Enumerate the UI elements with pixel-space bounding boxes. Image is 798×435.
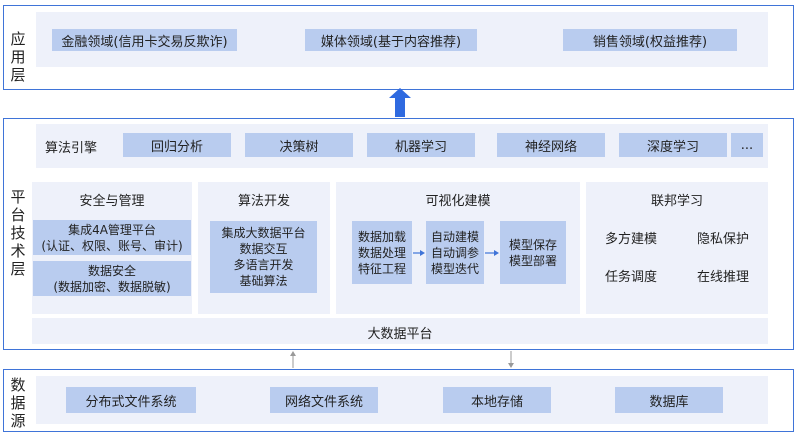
big-data-platform-label: 大数据平台	[367, 327, 433, 342]
security-4a-platform: 集成4A管理平台 (认证、权限、账号、审计)	[33, 220, 191, 255]
platform-layer-label: 平 台 技 术 层	[10, 188, 26, 278]
modeling-step-data: 数据加载 数据处理 特征工程	[352, 221, 412, 284]
federated-item-inference: 在线推理	[697, 270, 750, 285]
app-item-finance: 金融领域(信用卡交易反欺诈)	[52, 29, 237, 51]
algo-dev-box: 集成大数据平台 数据交互 多语言开发 基础算法	[210, 221, 317, 293]
application-layer-label: 应 用 层	[10, 30, 26, 84]
algo-dev-title: 算法开发	[237, 194, 290, 209]
engine-item-more: ...	[731, 133, 763, 157]
engine-item-regression: 回归分析	[123, 133, 231, 157]
app-item-media: 媒体领域(基于内容推荐)	[305, 29, 477, 51]
up-arrow-icon	[290, 351, 296, 368]
security-title: 安全与管理	[79, 194, 145, 209]
big-data-platform	[32, 318, 768, 344]
flow-arrow-icon	[485, 250, 499, 256]
federated-panel	[586, 182, 768, 314]
visual-modeling-title: 可视化建模	[425, 194, 491, 209]
engine-item-decision-tree: 决策树	[245, 133, 353, 157]
modeling-step-auto: 自动建模 自动调参 模型迭代	[426, 221, 484, 284]
engine-item-machine-learning: 机器学习	[367, 133, 475, 157]
federated-item-multiparty: 多方建模	[605, 232, 658, 247]
source-item-database: 数据库	[615, 387, 723, 413]
source-item-network-fs: 网络文件系统	[270, 387, 378, 413]
federated-title: 联邦学习	[650, 194, 703, 209]
flow-arrow-icon	[413, 250, 425, 256]
engine-item-neural-network: 神经网络	[497, 133, 605, 157]
data-source-layer-label: 数 据 源	[10, 376, 26, 430]
modeling-step-deploy: 模型保存 模型部署	[500, 221, 566, 284]
source-item-local-storage: 本地存储	[443, 387, 551, 413]
federated-item-scheduling: 任务调度	[605, 270, 658, 285]
federated-item-privacy: 隐私保护	[697, 232, 750, 247]
security-data-security: 数据安全 (数据加密、数据脱敏)	[33, 261, 191, 296]
app-item-sales: 销售领域(权益推荐)	[563, 29, 737, 51]
engine-item-deep-learning: 深度学习	[619, 133, 727, 157]
algorithm-engine-title: 算法引擎	[45, 141, 98, 156]
down-arrow-icon	[508, 351, 514, 368]
source-item-distributed-fs: 分布式文件系统	[66, 387, 196, 413]
